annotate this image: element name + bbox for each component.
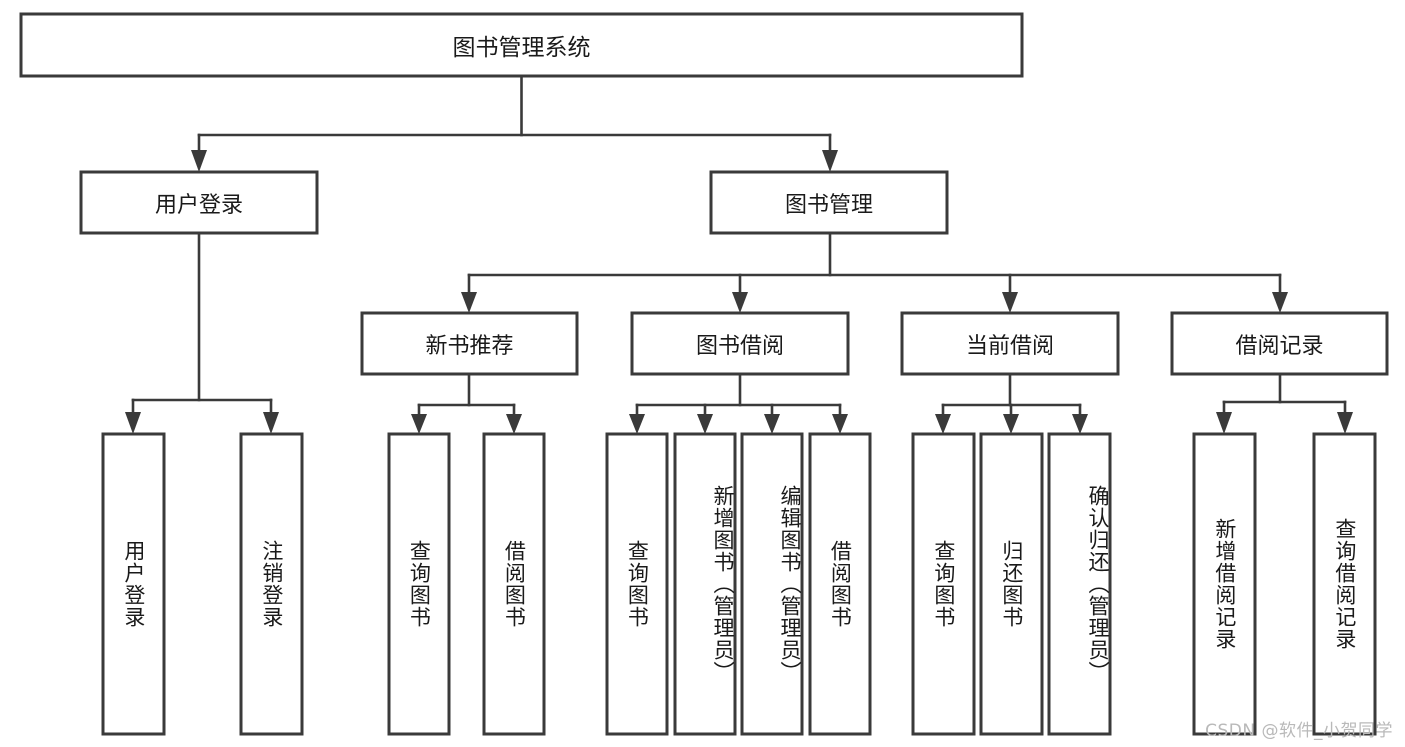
leaf-bb-query-book[interactable] xyxy=(605,432,669,736)
arrow-to-new-book xyxy=(461,292,477,313)
leaf-cb-return-book-label: 归还图书 xyxy=(999,540,1024,628)
csdn-watermark: CSDN @软件_小贺同学 xyxy=(1205,721,1393,741)
arrow-to-leaf-bb-query xyxy=(629,414,645,434)
arrow-to-leaf-nb-query xyxy=(411,414,427,434)
arrow-to-leaf-br-query xyxy=(1337,412,1353,434)
arrow-to-borrow-record xyxy=(1272,292,1288,313)
node-book-borrow-label: 图书借阅 xyxy=(695,333,784,359)
node-box-layer xyxy=(19,12,1389,736)
leaf-nb-borrow-book[interactable] xyxy=(482,432,546,736)
arrow-to-current-borrow xyxy=(1002,292,1018,313)
arrow-to-leaf-bb-add xyxy=(697,414,713,434)
arrow-to-leaf-bb-edit xyxy=(764,414,780,434)
arrow-to-leaf-user-login xyxy=(125,412,141,434)
leaf-nb-query-book-label: 查询图书 xyxy=(407,540,432,628)
leaf-br-query-record-label: 查询借阅记录 xyxy=(1332,518,1357,650)
arrow-to-user-login xyxy=(191,150,207,172)
leaf-bb-borrow-book[interactable] xyxy=(808,432,872,736)
arrow-to-book-borrow xyxy=(732,292,748,313)
node-user-login[interactable] xyxy=(79,170,319,235)
leaf-nb-query-book[interactable] xyxy=(387,432,451,736)
arrow-to-leaf-bb-borrow xyxy=(832,414,848,434)
leaf-cb-return-book[interactable] xyxy=(979,432,1044,736)
node-root[interactable] xyxy=(19,12,1024,78)
node-book-management-label: 图书管理 xyxy=(784,192,873,218)
leaf-user-login[interactable] xyxy=(101,432,166,736)
leaf-br-query-record[interactable] xyxy=(1312,432,1377,736)
node-new-book-recommend[interactable] xyxy=(360,311,579,376)
arrow-to-leaf-br-add xyxy=(1216,412,1232,434)
node-current-borrow[interactable] xyxy=(900,311,1120,376)
leaf-bb-borrow-book-label: 借阅图书 xyxy=(828,540,853,628)
leaf-bb-edit-book[interactable] xyxy=(740,432,804,736)
leaf-user-login-label: 用户登录 xyxy=(121,540,146,628)
leaf-bb-query-book-label: 查询图书 xyxy=(625,540,650,628)
arrow-to-leaf-logout xyxy=(263,412,279,434)
arrow-to-leaf-nb-borrow xyxy=(506,414,522,434)
node-new-book-recommend-label: 新书推荐 xyxy=(425,333,514,359)
leaf-bb-add-book[interactable] xyxy=(673,432,737,736)
leaf-logout-label: 注销登录 xyxy=(259,540,284,628)
leaf-cb-query-book[interactable] xyxy=(911,432,976,736)
connector-layer xyxy=(125,74,1353,434)
arrow-to-leaf-cb-return xyxy=(1003,414,1019,434)
node-book-borrow[interactable] xyxy=(630,311,850,376)
leaf-nb-borrow-book-label: 借阅图书 xyxy=(502,540,527,628)
leaf-cb-confirm-return-label: 确认归还（管理员） xyxy=(1086,485,1110,683)
arrow-to-leaf-cb-confirm xyxy=(1072,414,1088,434)
node-current-borrow-label: 当前借阅 xyxy=(965,333,1054,359)
node-root-label: 图书管理系统 xyxy=(452,35,591,61)
node-book-management[interactable] xyxy=(709,170,949,235)
leaf-bb-edit-book-label: 编辑图书（管理员） xyxy=(778,485,802,683)
arrow-to-leaf-cb-query xyxy=(935,414,951,434)
node-borrow-record-label: 借阅记录 xyxy=(1235,333,1324,359)
arrow-to-book-mgmt xyxy=(822,150,838,172)
leaf-cb-confirm-return[interactable] xyxy=(1047,432,1112,736)
leaf-bb-add-book-label: 新增图书（管理员） xyxy=(711,485,735,683)
node-borrow-record[interactable] xyxy=(1170,311,1389,376)
leaf-cb-query-book-label: 查询图书 xyxy=(931,540,956,628)
leaf-logout[interactable] xyxy=(239,432,304,736)
leaf-br-add-record[interactable] xyxy=(1192,432,1257,736)
leaf-br-add-record-label: 新增借阅记录 xyxy=(1212,518,1237,650)
node-user-login-label: 用户登录 xyxy=(154,192,243,218)
